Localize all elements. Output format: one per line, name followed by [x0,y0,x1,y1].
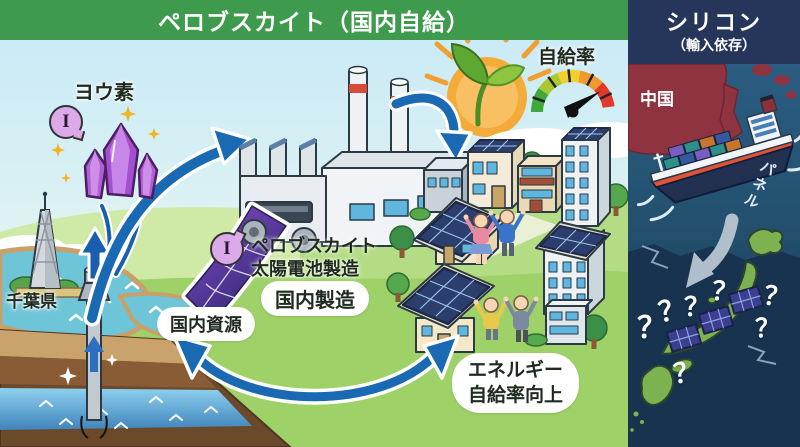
gauge-label: 自給率 [538,47,596,68]
question-mark: ？ [637,312,667,345]
iodine-symbol: I [62,111,70,132]
solar-panel-icon [665,323,703,353]
gauge-icon [531,69,615,118]
left-scene [0,13,628,447]
tree-icon [580,314,608,349]
tree-icon [386,272,410,302]
building-icon [561,127,611,227]
cargo-ship-icon [637,94,800,222]
sawtooth-roof [238,137,318,177]
person-icon [503,295,539,342]
factory-caption: ペロブスカイト 太陽電池製造 [251,235,377,281]
question-mark: ？ [671,356,702,390]
domestic-manufacturing-pill: 国内製造 [261,281,369,316]
container-icon [662,130,743,171]
person-icon [463,213,500,264]
chiba-label: 千葉県 [6,292,57,311]
iodine-crystal-icon [51,106,160,200]
town [386,127,628,353]
china-label: 中国 [640,90,674,109]
main-title-banner: ペロブスカイト（国内自給） [0,0,628,40]
import-arrow-icon [686,213,739,288]
building-icon [467,139,525,209]
question-mark: ？ [709,275,740,309]
silicon-title-banner: シリコン （輸入依存） [628,0,800,64]
factory-caption-line2: 太陽電池製造 [251,259,359,279]
tree-icon [389,225,415,258]
iodine-symbol-badge: I [49,105,83,139]
solar-panel-icon [697,305,735,335]
sparkle-icon [59,367,77,385]
iodine-symbol-badge: I [210,232,244,266]
sprout-icon [450,42,526,127]
china-landmass [628,63,796,159]
silicon-title: シリコン [665,10,762,35]
question-mark: ？ [755,315,781,343]
energy-caption-line2: 自給率向上 [468,385,564,406]
well-to-factory-arrow-icon [83,126,252,327]
factory-caption-line1: ペロブスカイト [251,236,377,256]
underground-cross-section [0,328,292,447]
solar-panel-icon [401,266,491,326]
japan-map-icon [630,228,784,432]
perovskite-panel: ペロブスカイト（国内自給） ヨウ素 I 千葉県 I ペロブスカイト 太陽電池製造… [0,0,628,447]
question-mark: ？ [684,292,711,322]
crack-icon [641,245,777,365]
sparkle-icon [106,354,118,366]
pipe-up-arrow-icon [84,336,104,372]
silicon-panel: シリコン （輸入依存） 中国 パネル ？ ？ ？ ？ ？ ？ ？ [628,0,800,447]
silicon-subtitle: （輸入依存） [672,37,756,53]
iodine-label: ヨウ素 [74,82,134,104]
right-scene [628,0,800,447]
domestic-resources-pill: 国内資源 [157,307,255,341]
factory-to-town-arrow-icon [388,90,473,164]
person-icon [473,297,509,340]
person-icon [488,209,526,256]
building-icon [517,155,567,213]
cycle-arrow-icon [172,334,460,405]
main-title: ペロブスカイト（国内自給） [158,9,470,35]
iodine-symbol: I [223,238,231,259]
sparkle-icon [51,106,160,183]
energy-caption-pill: エネルギー 自給率向上 [452,353,580,413]
energy-caption-line1: エネルギー [468,360,564,381]
solar-panel-icon [727,285,765,315]
building-icon [524,299,593,347]
